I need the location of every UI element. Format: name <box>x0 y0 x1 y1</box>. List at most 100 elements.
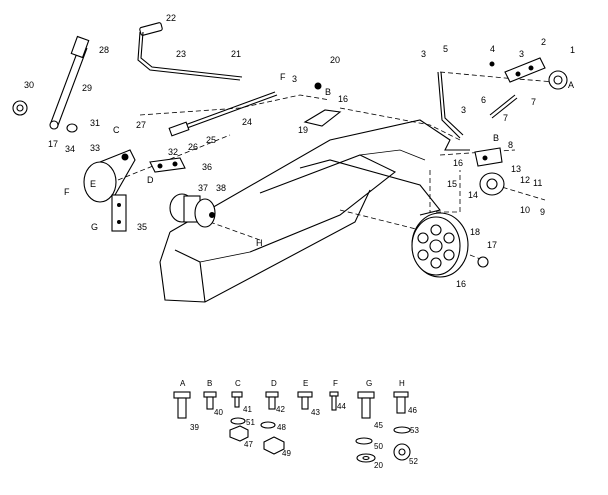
hardware-legend: A 39 B 40 C 41 51 47 D 42 <box>173 379 419 470</box>
callout-2: 2 <box>541 37 546 47</box>
hardware-part: 49 <box>282 449 291 458</box>
callout-34: 34 <box>65 144 75 154</box>
hardware-part: 47 <box>244 440 253 449</box>
callout-16: 16 <box>338 94 348 104</box>
hardware-H: H 46 53 52 <box>393 379 419 466</box>
left-drum-assembly <box>83 149 136 232</box>
callout-3: 3 <box>461 105 466 115</box>
hardware-letter: G <box>366 379 372 388</box>
callout-1: 1 <box>570 45 575 55</box>
callout-13: 13 <box>511 164 521 174</box>
callout-17: 17 <box>487 240 497 250</box>
callout-5: 5 <box>443 44 448 54</box>
hardware-letter: F <box>333 379 338 388</box>
hardware-part: 48 <box>277 423 286 432</box>
bracket-19 <box>303 82 342 127</box>
hardware-part: 51 <box>246 418 255 427</box>
callout-17: 17 <box>48 139 58 149</box>
callout-16: 16 <box>456 279 466 289</box>
callout-labels: 1 2 3 3 3 3 4 5 6 7 7 8 9 10 11 12 13 14… <box>24 13 575 289</box>
hardware-part: 46 <box>408 406 417 415</box>
callout-3: 3 <box>519 49 524 59</box>
hardware-letter: C <box>235 379 241 388</box>
label-G: G <box>91 222 98 232</box>
label-B: B <box>493 133 499 143</box>
label-C: C <box>113 125 120 135</box>
callout-21: 21 <box>231 49 241 59</box>
callout-24: 24 <box>242 117 252 127</box>
callout-19: 19 <box>298 125 308 135</box>
hardware-D: D 42 48 49 <box>260 379 291 458</box>
callout-29: 29 <box>82 83 92 93</box>
hardware-part: 44 <box>337 402 346 411</box>
label-E: E <box>90 179 96 189</box>
callout-7: 7 <box>503 113 508 123</box>
hardware-letter: D <box>271 379 277 388</box>
right-lever <box>437 71 518 139</box>
hardware-part: 40 <box>214 408 223 417</box>
callout-30: 30 <box>24 80 34 90</box>
hardware-part: 52 <box>409 457 418 466</box>
assembly-lines <box>117 71 556 263</box>
callout-12: 12 <box>520 175 530 185</box>
callout-6: 6 <box>481 95 486 105</box>
hardware-part: 50 <box>374 442 383 451</box>
callout-35: 35 <box>137 222 147 232</box>
callout-37: 37 <box>198 183 208 193</box>
housing <box>159 119 470 303</box>
rear-wheel <box>411 212 469 278</box>
callout-3: 3 <box>421 49 426 59</box>
hardware-F: F 44 <box>329 379 346 411</box>
callout-28: 28 <box>99 45 109 55</box>
hardware-A: A 39 <box>173 379 199 432</box>
callout-14: 14 <box>468 190 478 200</box>
callout-20: 20 <box>330 55 340 65</box>
callout-26: 26 <box>188 142 198 152</box>
drive-pulley-assembly <box>169 193 216 228</box>
hardware-part: 45 <box>374 421 383 430</box>
callout-25: 25 <box>206 135 216 145</box>
hardware-part: 20 <box>374 461 383 470</box>
hardware-part: 43 <box>311 408 320 417</box>
callout-18: 18 <box>470 227 480 237</box>
label-A: A <box>568 80 574 90</box>
hardware-C: C 41 51 47 <box>229 379 255 449</box>
label-B: B <box>325 87 331 97</box>
hardware-part: 42 <box>276 405 285 414</box>
callout-9: 9 <box>540 207 545 217</box>
callout-27: 27 <box>136 120 146 130</box>
bracket-36 <box>149 157 186 173</box>
hardware-part: 41 <box>243 405 252 414</box>
callout-3: 3 <box>292 74 297 84</box>
cable-rod <box>168 91 278 137</box>
callout-23: 23 <box>176 49 186 59</box>
callout-8: 8 <box>508 140 513 150</box>
upper-handle-rod <box>12 35 90 133</box>
top-bracket <box>489 57 568 90</box>
hardware-part: 39 <box>190 423 199 432</box>
callout-11: 11 <box>533 178 542 188</box>
control-rod <box>137 22 243 81</box>
hardware-letter: E <box>303 379 308 388</box>
label-D: D <box>147 175 154 185</box>
hardware-G: G 45 50 20 <box>355 379 383 470</box>
callout-16: 16 <box>453 158 463 168</box>
hardware-part: 53 <box>410 426 419 435</box>
label-H: H <box>256 238 263 248</box>
label-F: F <box>64 187 70 197</box>
hardware-letter: B <box>207 379 212 388</box>
callout-10: 10 <box>520 205 530 215</box>
callout-31: 31 <box>90 118 100 128</box>
callout-36: 36 <box>202 162 212 172</box>
callout-33: 33 <box>90 143 100 153</box>
hardware-letter: H <box>399 379 405 388</box>
label-F: F <box>280 72 286 82</box>
hardware-E: E 43 <box>297 379 320 417</box>
callout-22: 22 <box>166 13 176 23</box>
callout-32: 32 <box>168 147 178 157</box>
callout-15: 15 <box>447 179 457 189</box>
right-plate <box>474 147 505 268</box>
callout-4: 4 <box>490 44 495 54</box>
hardware-letter: A <box>180 379 186 388</box>
